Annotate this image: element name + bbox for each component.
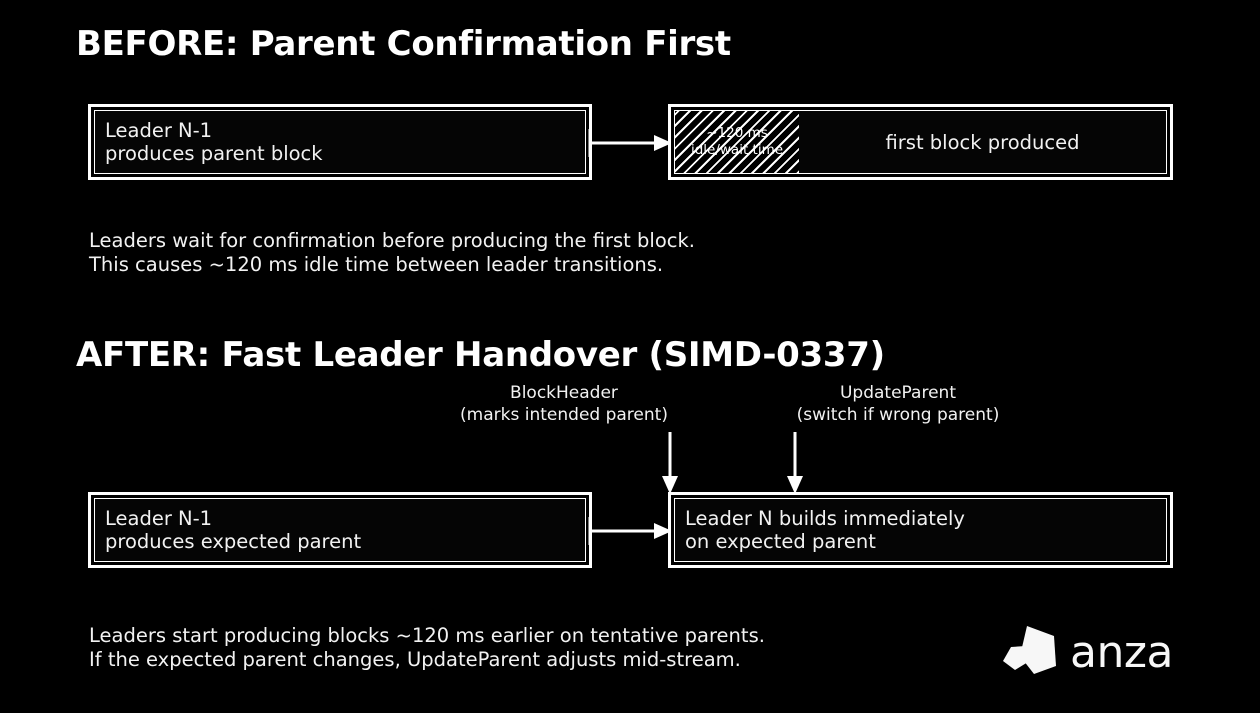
before-leader-n1-line1: Leader N-1 bbox=[105, 119, 213, 142]
after-leader-n-box: Leader N builds immediately on expected … bbox=[668, 492, 1173, 568]
after-leader-n-line1: Leader N builds immediately bbox=[685, 507, 965, 530]
before-leader-n1-line2: produces parent block bbox=[105, 142, 323, 165]
idle-wait-label: ~120 ms idle/wait time bbox=[691, 125, 783, 159]
blockheader-annotation: BlockHeader (marks intended parent) bbox=[460, 382, 668, 426]
before-caption: Leaders wait for confirmation before pro… bbox=[89, 229, 695, 276]
before-next-leader-box-inner: ~120 ms idle/wait time first block produ… bbox=[674, 110, 1167, 174]
idle-wait-line1: ~120 ms bbox=[706, 125, 768, 141]
after-leader-n-text: Leader N builds immediately on expected … bbox=[675, 507, 965, 553]
before-leader-n1-box: Leader N-1 produces parent block bbox=[88, 104, 592, 180]
before-section-heading: BEFORE: Parent Confirmation First bbox=[76, 24, 731, 64]
svg-text:anza: anza bbox=[1070, 627, 1173, 678]
after-leader-n1-box: Leader N-1 produces expected parent bbox=[88, 492, 592, 568]
anza-mark-icon bbox=[1003, 626, 1056, 674]
blockheader-annotation-subtitle: (marks intended parent) bbox=[460, 405, 668, 425]
after-leader-n1-text: Leader N-1 produces expected parent bbox=[95, 507, 361, 553]
blockheader-annotation-title: BlockHeader bbox=[510, 383, 618, 403]
after-caption-line1: Leaders start producing blocks ~120 ms e… bbox=[89, 624, 765, 647]
after-caption: Leaders start producing blocks ~120 ms e… bbox=[89, 624, 765, 671]
after-caption-line2: If the expected parent changes, UpdatePa… bbox=[89, 647, 741, 671]
blockheader-down-arrow-icon bbox=[662, 432, 678, 494]
updateparent-annotation: UpdateParent (switch if wrong parent) bbox=[797, 382, 1000, 426]
before-flow-arrow-icon bbox=[588, 129, 672, 157]
before-leader-n1-box-inner: Leader N-1 produces parent block bbox=[94, 110, 586, 174]
after-leader-n-line2: on expected parent bbox=[685, 530, 876, 553]
before-leader-n1-text: Leader N-1 produces parent block bbox=[95, 119, 323, 165]
before-next-leader-box: ~120 ms idle/wait time first block produ… bbox=[668, 104, 1173, 180]
idle-wait-line2: idle/wait time bbox=[690, 142, 784, 158]
updateparent-annotation-title: UpdateParent bbox=[839, 383, 956, 403]
after-flow-arrow-icon bbox=[588, 517, 672, 545]
first-block-produced-label: first block produced bbox=[885, 130, 1080, 154]
before-caption-line2: This causes ~120 ms idle time between le… bbox=[89, 252, 664, 276]
anza-wordmark: anza bbox=[1070, 627, 1173, 678]
after-section-heading: AFTER: Fast Leader Handover (SIMD-0337) bbox=[76, 335, 885, 375]
anza-logo: anza bbox=[1003, 626, 1173, 678]
after-leader-n1-line2: produces expected parent bbox=[105, 530, 362, 553]
after-leader-n1-box-inner: Leader N-1 produces expected parent bbox=[94, 498, 586, 562]
idle-wait-hatched-region: ~120 ms idle/wait time bbox=[675, 111, 799, 173]
after-leader-n-box-inner: Leader N builds immediately on expected … bbox=[674, 498, 1167, 562]
updateparent-annotation-subtitle: (switch if wrong parent) bbox=[796, 405, 1000, 425]
after-leader-n1-line1: Leader N-1 bbox=[105, 507, 213, 530]
before-caption-line1: Leaders wait for confirmation before pro… bbox=[89, 229, 695, 252]
updateparent-down-arrow-icon bbox=[787, 432, 803, 494]
